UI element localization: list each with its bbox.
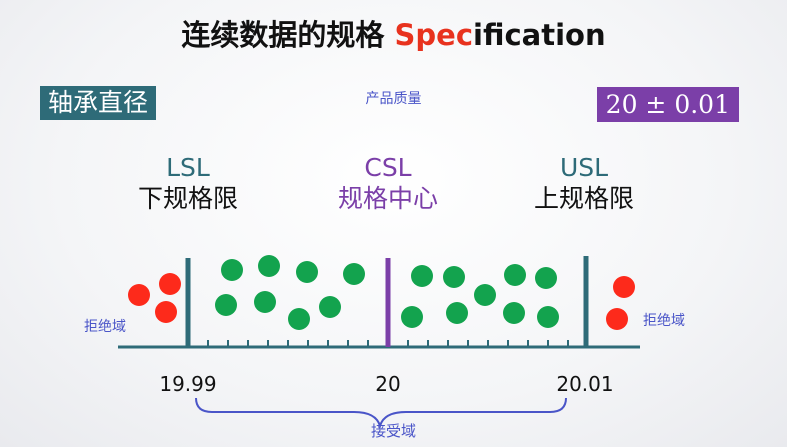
- csl-label: CSL 规格中心: [298, 153, 478, 215]
- rejected-point: [159, 273, 181, 295]
- tick-label-mid: 20: [375, 372, 401, 396]
- csl-name: 规格中心: [337, 184, 438, 213]
- lsl-code: LSL: [166, 153, 210, 182]
- usl-code: USL: [559, 153, 609, 182]
- accepted-point: [221, 259, 243, 281]
- tick-label-low: 19.99: [159, 372, 217, 396]
- accepted-point: [288, 308, 310, 330]
- accepted-point: [254, 291, 276, 313]
- lsl-name: 下规格限: [137, 184, 238, 213]
- accepted-point: [319, 296, 341, 318]
- tick-label-high: 20.01: [556, 372, 614, 396]
- accepted-point: [474, 284, 496, 306]
- accepted-point: [537, 306, 559, 328]
- reject-zone-left-label: 拒绝域: [84, 319, 126, 335]
- axis-minor-ticks: [207, 340, 569, 347]
- usl-name: 上规格限: [533, 184, 634, 213]
- rejected-point: [155, 301, 177, 323]
- accepted-point: [535, 267, 557, 289]
- accepted-point: [215, 294, 237, 316]
- accepted-point: [443, 266, 465, 288]
- acceptance-zone-label: 接受域: [370, 422, 416, 440]
- accepted-point: [503, 302, 525, 324]
- accepted-point: [401, 306, 423, 328]
- csl-code: CSL: [364, 153, 412, 182]
- accepted-point: [411, 265, 433, 287]
- accepted-point: [446, 302, 468, 324]
- specification-value-tag: 20 ± 0.01: [596, 87, 739, 122]
- lsl-label: LSL 下规格限: [98, 153, 278, 215]
- acceptance-brace: [195, 397, 567, 430]
- rejected-point: [613, 276, 635, 298]
- rejected-point: [128, 284, 150, 306]
- usl-label: USL 上规格限: [494, 153, 674, 215]
- bearing-diameter-tag: 轴承直径: [40, 86, 157, 120]
- product-quality-label: 产品质量: [365, 91, 422, 107]
- rejected-point: [606, 308, 628, 330]
- page-title: 连续数据的规格 Specification: [181, 18, 606, 52]
- accepted-point: [296, 261, 318, 283]
- accepted-point: [343, 263, 365, 285]
- reject-zone-right-label: 拒绝域: [643, 313, 685, 329]
- accepted-point: [504, 264, 526, 286]
- accepted-point: [258, 255, 280, 277]
